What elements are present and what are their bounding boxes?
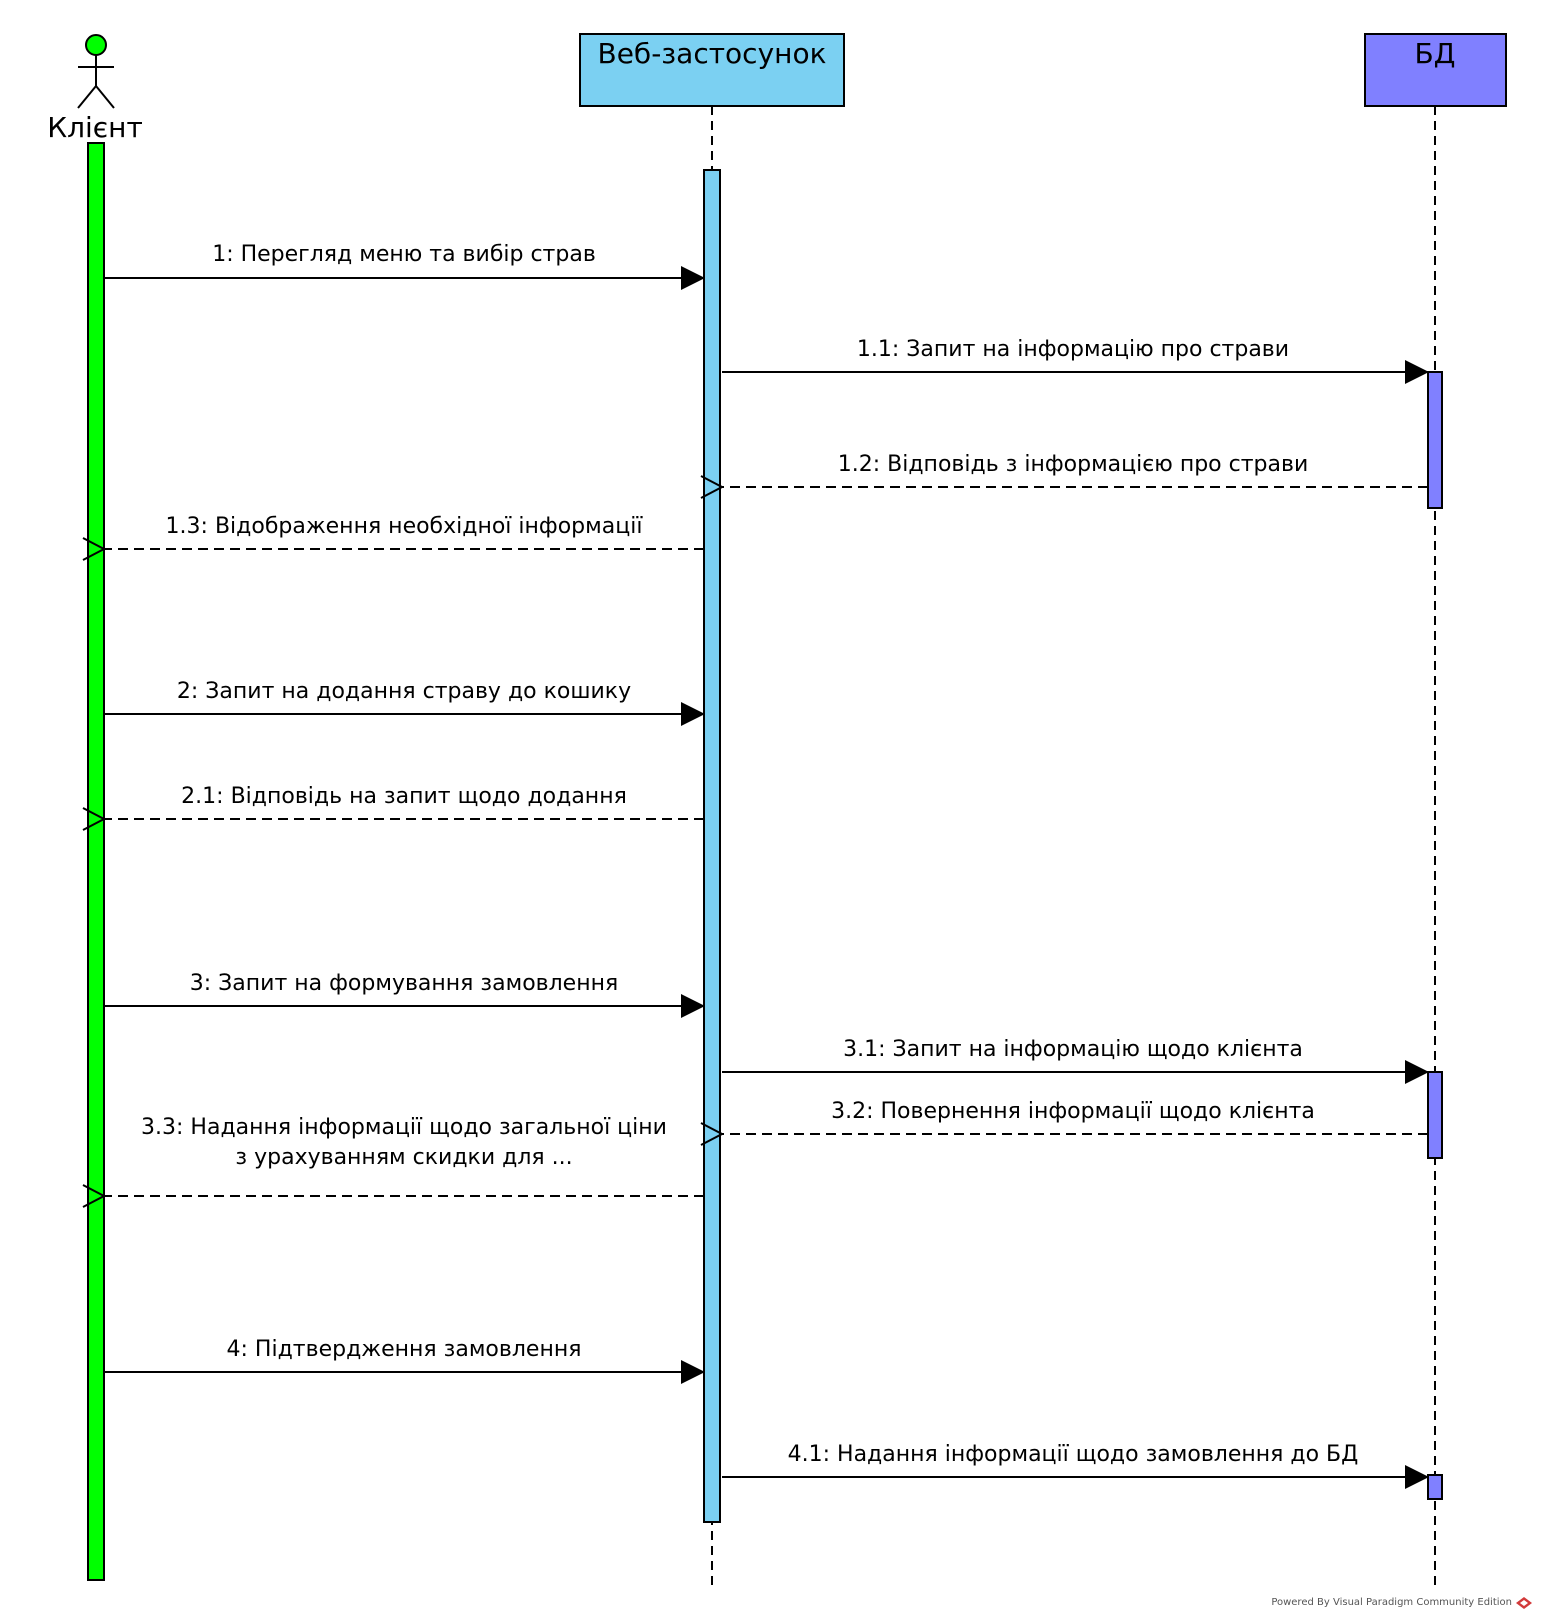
message-3[interactable]: 3: Запит на формування замовлення [104, 971, 705, 1018]
db-activation-bar-2[interactable] [1427, 1071, 1443, 1159]
message-4-label: 4: Підтвердження замовлення [227, 1337, 582, 1362]
message-1[interactable]: 1: Перегляд меню та вибір страв [104, 242, 705, 290]
actor-right-leg [95, 85, 115, 109]
client-activation-bar[interactable] [87, 142, 105, 1581]
message-4-1[interactable]: 4.1: Надання інформації щодо замовлення … [722, 1442, 1429, 1489]
message-3-label: 3: Запит на формування замовлення [190, 971, 618, 996]
message-3-3[interactable]: 3.3: Надання інформації щодо загальної ц… [104, 1115, 704, 1196]
footer-credit: Powered By Visual Paradigm Community Edi… [1271, 1597, 1512, 1608]
message-1-label: 1: Перегляд меню та вибір страв [212, 242, 596, 267]
actor-head [85, 34, 107, 56]
web-activation-bar[interactable] [703, 169, 721, 1523]
message-4[interactable]: 4: Підтвердження замовлення [104, 1337, 705, 1384]
message-4-1-label: 4.1: Надання інформації щодо замовлення … [788, 1442, 1359, 1467]
message-3-1-label: 3.1: Запит на інформацію щодо клієнта [843, 1037, 1303, 1062]
message-1-2-label: 1.2: Відповідь з інформацією про страви [838, 452, 1309, 477]
message-3-3-label-line-1: 3.3: Надання інформації щодо загальної ц… [141, 1115, 667, 1140]
db-activation-bar-3[interactable] [1427, 1474, 1443, 1500]
actor-left-leg [77, 85, 97, 109]
visual-paradigm-logo-icon [1516, 1597, 1532, 1609]
message-2-label: 2: Запит на додання страву до кошику [177, 679, 631, 704]
actor-client[interactable]: Клієнт [47, 34, 143, 144]
message-2-1-label: 2.1: Відповідь на запит щодо додання [181, 784, 627, 809]
message-2-1[interactable]: 2.1: Відповідь на запит щодо додання [104, 784, 704, 819]
db-activation-bar-1[interactable] [1427, 371, 1443, 509]
actor-client-label: Клієнт [47, 111, 143, 144]
message-1-1-label: 1.1: Запит на інформацію про страви [857, 337, 1289, 362]
message-1-3[interactable]: 1.3: Відображення необхідної інформації [104, 514, 704, 549]
message-1-1[interactable]: 1.1: Запит на інформацію про страви [722, 337, 1429, 384]
message-3-1[interactable]: 3.1: Запит на інформацію щодо клієнта [722, 1037, 1429, 1084]
message-3-3-label-line-2: з урахуванням скидки для ... [235, 1145, 572, 1170]
message-1-2[interactable]: 1.2: Відповідь з інформацією про страви [722, 452, 1428, 487]
message-1-3-label: 1.3: Відображення необхідної інформації [166, 514, 644, 539]
message-3-2[interactable]: 3.2: Повернення інформації щодо клієнта [722, 1099, 1428, 1134]
lifeline-db-head [1364, 33, 1507, 107]
lifeline-db[interactable]: БД [1364, 33, 1507, 1588]
lifeline-web-head [579, 33, 845, 107]
message-3-2-label: 3.2: Повернення інформації щодо клієнта [831, 1099, 1315, 1124]
lifeline-db-label: БД [1414, 37, 1455, 70]
lifeline-web-label: Веб-застосунок [597, 37, 826, 70]
message-2[interactable]: 2: Запит на додання страву до кошику [104, 679, 705, 726]
